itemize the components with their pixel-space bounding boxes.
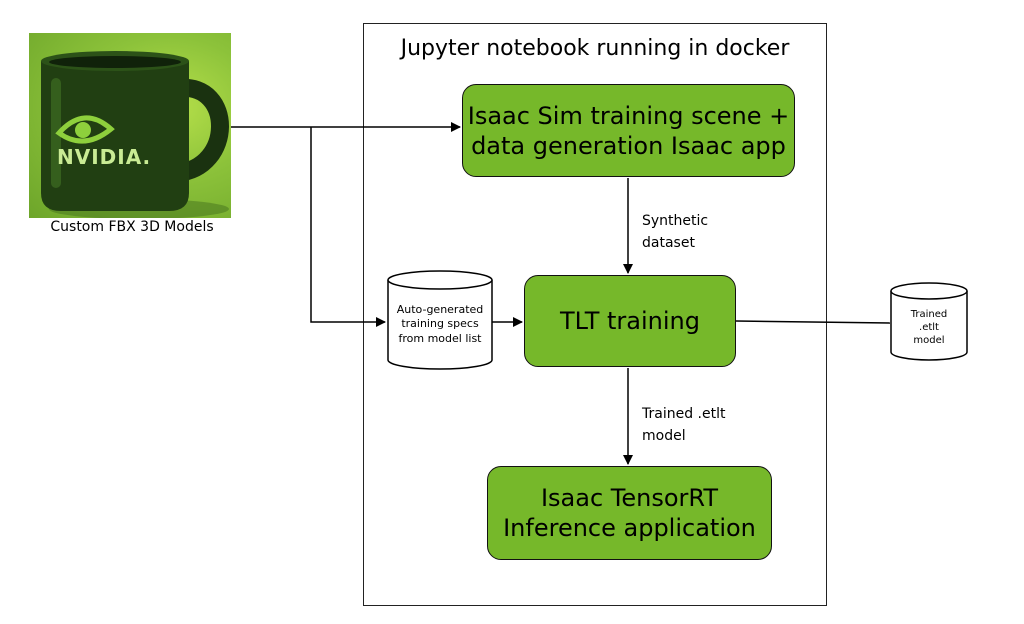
mug-illustration — [41, 51, 229, 218]
mug-logo-text: NVIDIA. — [57, 145, 152, 169]
container-title: Jupyter notebook running in docker — [400, 36, 790, 61]
line-tlt-to-output — [735, 320, 891, 324]
specs-cylinder — [387, 270, 493, 370]
arrow-models-to-specs — [310, 127, 386, 327]
isaac-sim-node: Isaac Sim training scene + data generati… — [462, 84, 795, 177]
specs-cylinder-label: Auto-generated training specs from model… — [396, 303, 484, 345]
image-caption: Custom FBX 3D Models — [50, 219, 214, 235]
edge-label-trained-model: Trained .etlt model — [642, 406, 726, 445]
output-cylinder-label: Trained .etlt model — [910, 309, 948, 346]
tlt-training-node: TLT training — [524, 275, 736, 367]
output-cylinder — [890, 282, 968, 361]
docker-container — [363, 23, 827, 606]
nvidia-logo-icon — [55, 115, 115, 144]
tensorrt-node: Isaac TensorRT Inference application — [487, 466, 772, 560]
edge-label-synthetic-dataset: Synthetic dataset — [642, 213, 709, 252]
mug-image: NVIDIA. — [29, 33, 231, 218]
